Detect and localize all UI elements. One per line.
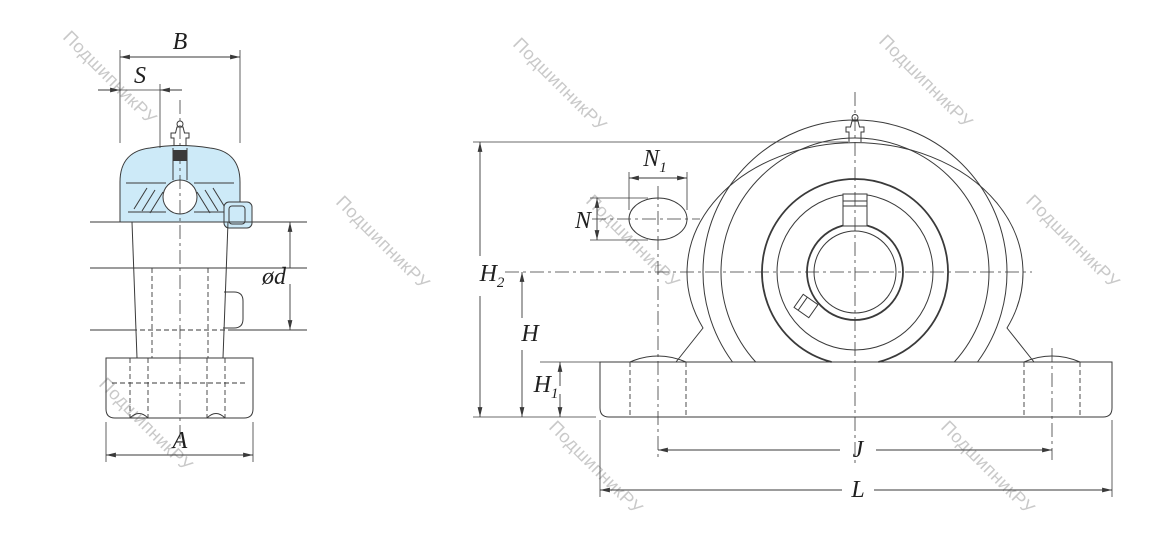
watermark-text: ПодшипникРУ — [95, 374, 197, 476]
watermark-text: ПодшипникРУ — [509, 34, 611, 136]
base-front — [599, 361, 1113, 418]
side-view-dimensions: B S ød A — [98, 29, 293, 462]
side-view — [90, 100, 307, 448]
housing-ring-inner — [720, 137, 990, 363]
dim-label-A: A — [171, 428, 188, 454]
dim-label-B: B — [173, 29, 188, 55]
dim-label-N: N — [574, 208, 593, 234]
set-screw-lower — [793, 293, 819, 319]
dim-label-N1: N1 — [642, 146, 667, 176]
pillar-boss — [223, 291, 244, 329]
dim-label-J: J — [853, 437, 865, 463]
watermark-layer: ПодшипникРУ ПодшипникРУ ПодшипникРУ Подш… — [59, 27, 1124, 519]
dim-label-bore: ød — [261, 264, 287, 290]
watermark-text: ПодшипникРУ — [1022, 191, 1124, 293]
base-side — [105, 357, 254, 419]
watermark-text: ПодшипникРУ — [332, 192, 434, 294]
watermark-text: ПодшипникРУ — [937, 417, 1039, 519]
dim-label-H: H — [520, 321, 540, 347]
watermark-text: ПодшипникРУ — [545, 417, 647, 519]
dim-label-H2: H2 — [479, 261, 505, 291]
watermark-text: ПодшипникРУ — [875, 31, 977, 133]
dim-label-S: S — [134, 63, 146, 89]
front-view-dimensions: N1 N H2 H H1 J L — [473, 141, 1113, 503]
dim-label-H1: H1 — [533, 372, 559, 402]
dim-label-L: L — [850, 477, 864, 503]
front-view — [505, 92, 1113, 465]
